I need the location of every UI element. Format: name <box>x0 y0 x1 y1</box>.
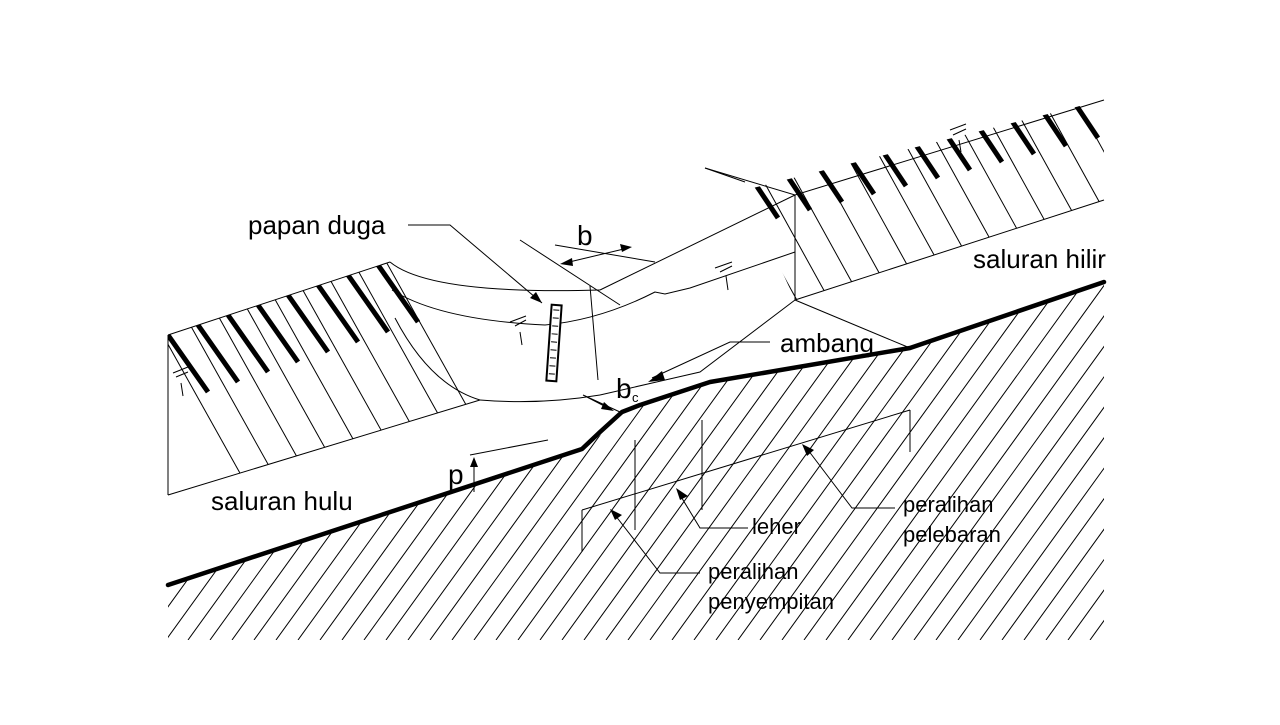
soil-hatch-line <box>1178 280 1280 640</box>
bank-bold-hatch-line <box>930 110 970 170</box>
bank-bold-hatch-line <box>898 118 938 178</box>
saluran-hilir-label: saluran hilir <box>973 244 1106 274</box>
soil-hatch-line <box>1068 280 1280 640</box>
soil-hatch-line <box>1024 280 1280 640</box>
bank-bold-hatch-line <box>198 325 238 382</box>
peralihan-pelebaran-label-1: peralihan <box>903 492 994 517</box>
soil-hatch-line <box>496 280 756 640</box>
bank-bold-hatch-line <box>258 305 298 362</box>
bank-bold-hatch-line <box>994 94 1034 154</box>
soil-hatch-line <box>1244 280 1280 640</box>
soil-hatch-line <box>980 280 1240 640</box>
leher-label: leher <box>752 514 801 539</box>
soil-hatch-line <box>848 280 1108 640</box>
soil-hatch-line <box>474 280 734 640</box>
bank-bold-hatch-line <box>1026 86 1066 146</box>
bc-label: b <box>616 373 632 404</box>
soil-hatch-line <box>1156 280 1280 640</box>
b-label: b <box>577 220 593 251</box>
soil-hatch-line <box>870 280 1130 640</box>
soil-hatch-line <box>936 280 1196 640</box>
peralihan-penyempitan-label-2: penyempitan <box>708 589 834 614</box>
soil-hatch-line <box>1266 280 1280 640</box>
soil-hatch-line <box>1222 280 1280 640</box>
dimension-lines <box>470 240 910 552</box>
soil-hatch-line <box>1046 280 1280 640</box>
flume-structure <box>390 195 910 402</box>
bank-hatch-line <box>903 140 998 312</box>
peralihan-penyempitan-label-1: peralihan <box>708 559 799 584</box>
soil-hatch-line <box>100 280 360 640</box>
bank-bold-hatch-line <box>866 126 906 186</box>
p-label: p <box>448 459 464 490</box>
soil-hatch-line <box>144 280 404 640</box>
peralihan-pelebaran-label-2: pelebaran <box>903 522 1001 547</box>
ambang-label: ambang <box>780 328 874 358</box>
soil-hatch-line <box>958 280 1218 640</box>
soil-hatch-line <box>1134 280 1280 640</box>
bank-bold-hatch-line <box>168 335 208 392</box>
saluran-hulu-label: saluran hulu <box>211 486 353 516</box>
soil-hatch-line <box>408 280 668 640</box>
bank-hatch-line <box>763 180 858 352</box>
soil-hatch-line <box>1002 280 1262 640</box>
downstream-bank-hatching <box>735 70 1194 360</box>
soil-hatch-line <box>210 280 470 640</box>
bank-hatch-line <box>847 156 942 328</box>
bank-bold-hatch-line <box>802 142 842 202</box>
soil-hatch-line <box>1090 280 1280 640</box>
soil-hatch-line <box>452 280 712 640</box>
staff-gauge <box>546 305 561 382</box>
soil-hatch-line <box>1200 280 1280 640</box>
bank-hatch-line <box>931 132 1026 304</box>
soil-hatch-line <box>386 280 646 640</box>
bank-bold-hatch-line <box>1090 70 1130 130</box>
papan-duga-label: papan duga <box>248 210 386 240</box>
bank-bold-hatch-line <box>770 150 810 210</box>
bank-bold-hatch-line <box>834 134 874 194</box>
bank-hatch-line <box>1099 84 1194 256</box>
bc-subscript: c <box>632 390 639 405</box>
soil-hatch-line <box>298 280 558 640</box>
soil-hatch-line <box>122 280 382 640</box>
soil-hatch-line <box>364 280 624 640</box>
soil-hatch-line <box>1112 280 1280 640</box>
soil-hatch-line <box>342 280 602 640</box>
soil-hatch-line <box>892 280 1152 640</box>
soil-hatch-line <box>540 280 800 640</box>
bank-hatch-line <box>875 148 970 320</box>
